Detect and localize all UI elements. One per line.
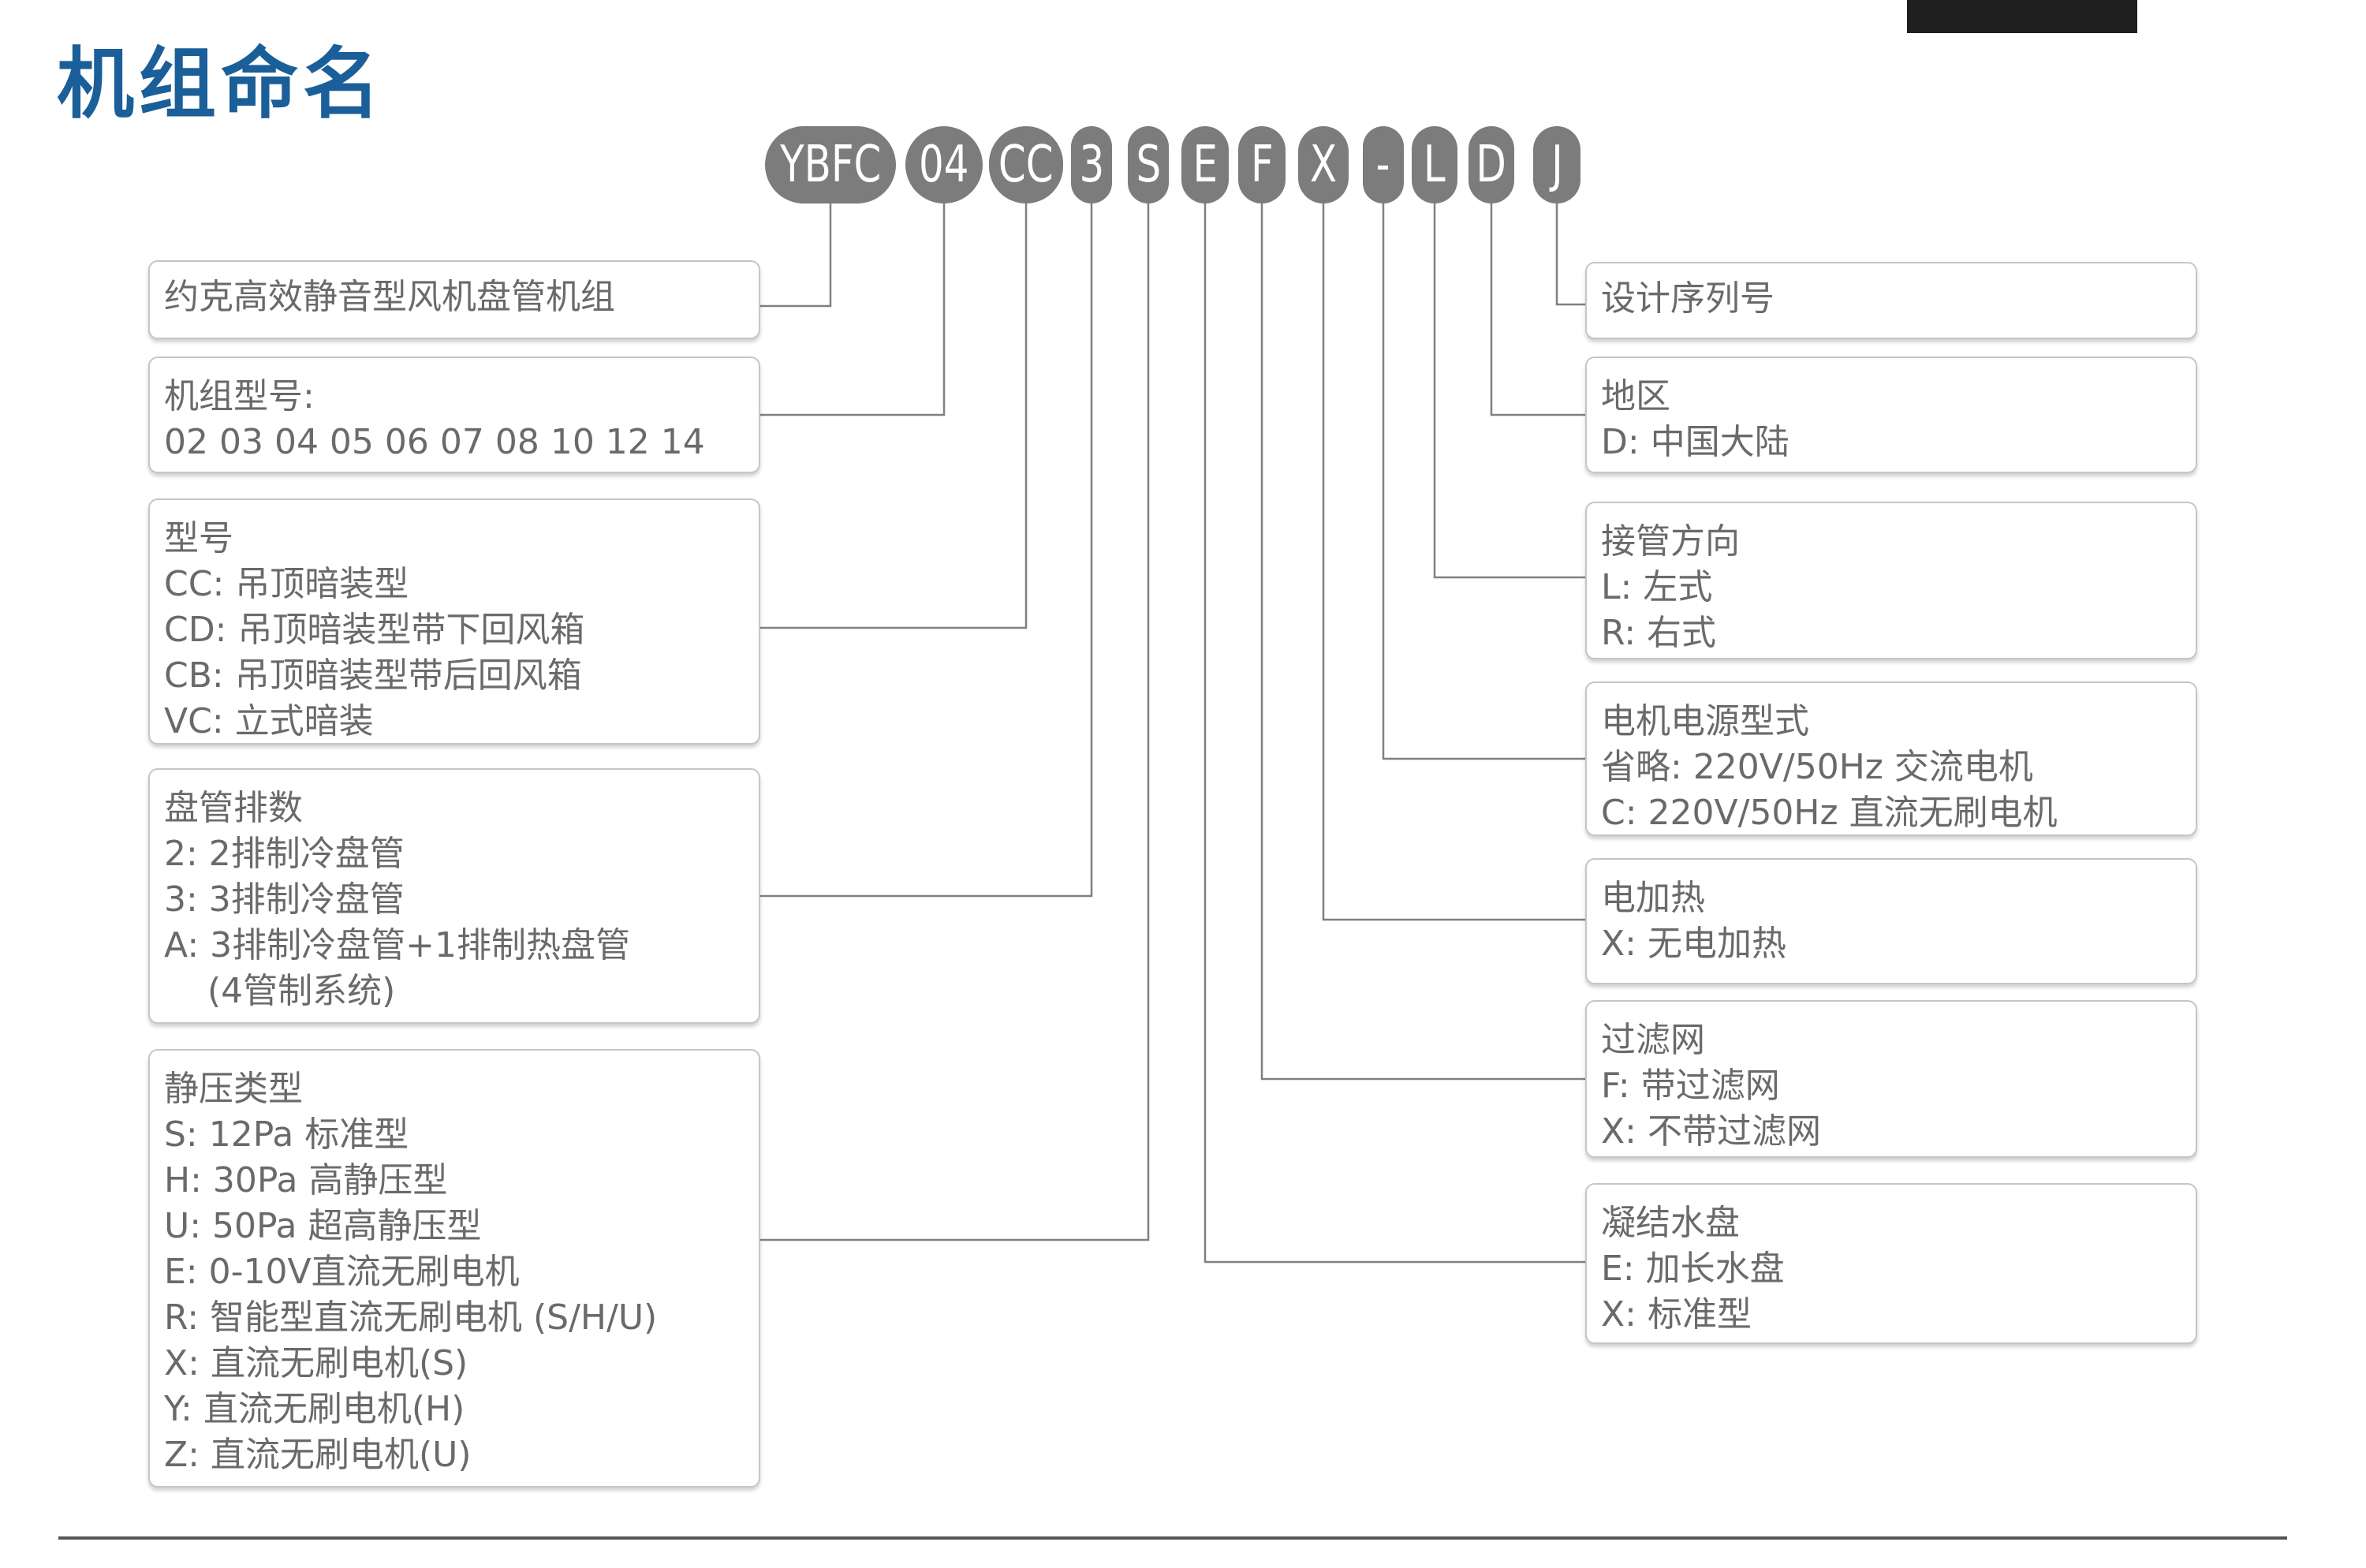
code-segment: 3 <box>1071 126 1112 203</box>
connector-line <box>1383 203 1585 759</box>
legend-item: F: 带过滤网 <box>1601 1063 2196 1109</box>
code-segment: S <box>1128 126 1169 203</box>
legend-item: (4管制系统) <box>164 969 759 1014</box>
legend-item: CB: 吊顶暗装型带后回风箱 <box>164 653 759 699</box>
code-segment: J <box>1533 126 1580 203</box>
legend-heading: 型号 <box>164 516 759 562</box>
legend-heading: 静压类型 <box>164 1066 759 1112</box>
code-segment: CC <box>989 126 1063 203</box>
code-segment-label: 3 <box>1079 126 1104 203</box>
right-legend-box: 设计序列号 <box>1585 262 2197 339</box>
code-segment-label: X <box>1310 126 1337 203</box>
legend-item: R: 智能型直流无刷电机 (S/H/U) <box>164 1295 759 1341</box>
legend-item: E: 加长水盘 <box>1601 1246 2196 1292</box>
legend-item: Y: 直流无刷电机(H) <box>164 1387 759 1432</box>
legend-item: E: 0-10V直流无刷电机 <box>164 1249 759 1295</box>
code-segment: - <box>1363 126 1404 203</box>
left-legend-box: 机组型号:02 03 04 05 06 07 08 10 12 14 <box>148 357 760 473</box>
legend-item: L: 左式 <box>1601 565 2196 610</box>
legend-heading: 设计序列号 <box>1601 276 2196 322</box>
legend-item: D: 中国大陆 <box>1601 420 2196 465</box>
code-segment: 04 <box>905 126 983 203</box>
left-legend-box: 约克高效静音型风机盘管机组 <box>148 260 760 339</box>
bottom-rule <box>58 1536 2287 1540</box>
legend-item: C: 220V/50Hz 直流无刷电机 <box>1601 790 2196 836</box>
connector-line <box>1557 203 1585 304</box>
code-segment-label: J <box>1551 126 1563 203</box>
connector-line <box>1435 203 1585 577</box>
legend-item: H: 30Pa 高静压型 <box>164 1158 759 1204</box>
connector-line <box>1262 203 1585 1079</box>
legend-item: CD: 吊顶暗装型带下回风箱 <box>164 607 759 653</box>
code-segment: E <box>1181 126 1229 203</box>
legend-item: X: 标准型 <box>1601 1292 2196 1338</box>
code-segment: D <box>1468 126 1514 203</box>
code-segment: L <box>1412 126 1457 203</box>
code-segment: F <box>1238 126 1286 203</box>
legend-item: 02 03 04 05 06 07 08 10 12 14 <box>164 420 759 465</box>
code-segment: X <box>1298 126 1349 203</box>
legend-item: 省略: 220V/50Hz 交流电机 <box>1601 745 2196 790</box>
connector-line <box>760 203 944 415</box>
code-segment-label: E <box>1192 126 1218 203</box>
legend-heading: 电加热 <box>1601 875 2196 921</box>
legend-heading: 盘管排数 <box>164 786 759 831</box>
code-segment-label: L <box>1424 126 1446 203</box>
legend-heading: 接管方向 <box>1601 519 2196 565</box>
legend-item: VC: 立式暗装 <box>164 699 759 745</box>
legend-item: 3: 3排制冷盘管 <box>164 877 759 923</box>
code-segment: YBFC <box>765 126 896 203</box>
legend-item: CC: 吊顶暗装型 <box>164 562 759 607</box>
legend-heading: 约克高效静音型风机盘管机组 <box>164 274 759 320</box>
legend-item: A: 3排制冷盘管+1排制热盘管 <box>164 923 759 969</box>
code-segment-label: YBFC <box>780 126 881 203</box>
code-segment-label: CC <box>998 126 1054 203</box>
legend-item: S: 12Pa 标准型 <box>164 1112 759 1158</box>
legend-heading: 机组型号: <box>164 374 759 420</box>
legend-item: U: 50Pa 超高静压型 <box>164 1204 759 1249</box>
legend-item: R: 右式 <box>1601 610 2196 656</box>
connector-line <box>760 203 830 306</box>
code-segment-label: 04 <box>919 126 969 203</box>
connector-line <box>760 203 1148 1240</box>
legend-item: X: 不带过滤网 <box>1601 1109 2196 1155</box>
legend-item: Z: 直流无刷电机(U) <box>164 1432 759 1478</box>
code-segment-label: F <box>1251 126 1274 203</box>
connector-line <box>760 203 1092 896</box>
legend-heading: 电机电源型式 <box>1601 699 2196 745</box>
legend-item: X: 无电加热 <box>1601 921 2196 967</box>
legend-item: X: 直流无刷电机(S) <box>164 1341 759 1387</box>
legend-heading: 凝结水盘 <box>1601 1200 2196 1246</box>
code-segment-label: S <box>1136 126 1161 203</box>
legend-heading: 地区 <box>1601 374 2196 420</box>
code-segment-label: D <box>1476 126 1506 203</box>
connector-line <box>1491 203 1585 415</box>
connector-line <box>1323 203 1585 920</box>
legend-item: 2: 2排制冷盘管 <box>164 831 759 877</box>
code-segment-label: - <box>1376 126 1390 203</box>
legend-heading: 过滤网 <box>1601 1017 2196 1063</box>
